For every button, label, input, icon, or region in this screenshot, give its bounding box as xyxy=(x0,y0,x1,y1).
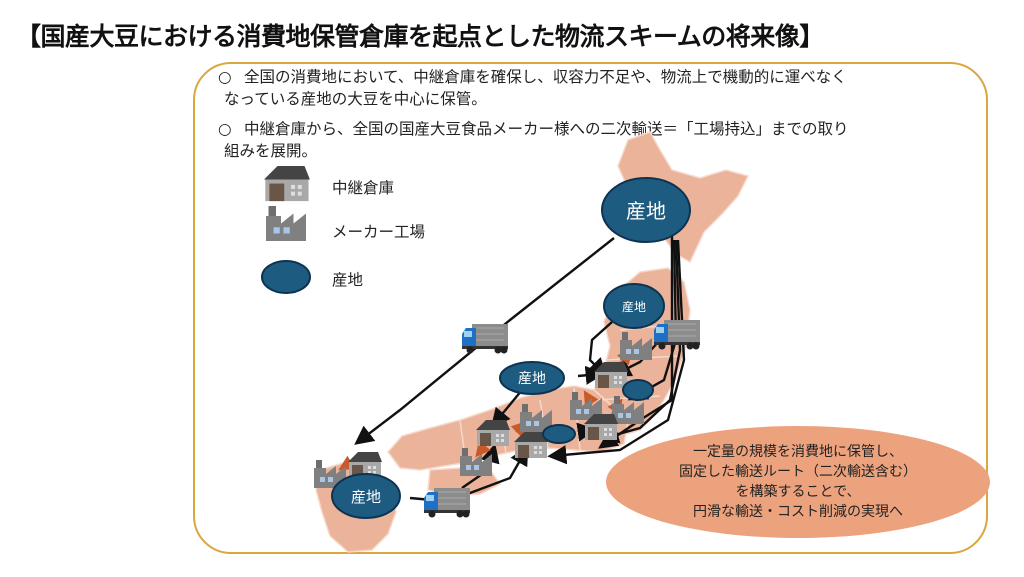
node-label-kyushu: 産地 xyxy=(351,488,381,506)
callout-text: 一定量の規模を消費地に保管し、 固定した輸送ルート（二次輸送含む） を構築するこ… xyxy=(608,428,988,536)
bullet-2: ○ 中継倉庫から、全国の国産大豆食品メーカー様への二次輸送＝「工場持込」までの取り… xyxy=(218,118,958,162)
bullet-1-line-1: 全国の消費地において、中継倉庫を確保し、収容力不足や、物流上で機動的に運べなく xyxy=(244,68,847,86)
truck-icon xyxy=(461,323,509,354)
callout-line-4: 円滑な輸送・コスト削減の実現へ xyxy=(693,504,903,520)
bullet-2-line-2: 組みを展開。 xyxy=(224,142,318,160)
bullet-mark: ○ xyxy=(218,68,232,86)
legend-label-factory: メーカー工場 xyxy=(332,223,426,241)
legend-factory-icon xyxy=(266,206,306,241)
node-label-hokkaido: 産地 xyxy=(626,199,666,223)
bullet-mark: ○ xyxy=(218,120,232,138)
page-title: 【国産大豆における消費地保管倉庫を起点とした物流スキームの将来像】 xyxy=(16,22,824,51)
warehouse-icon xyxy=(594,362,628,388)
bullet-1-line-2: なっている産地の大豆を中心に保管。 xyxy=(224,90,487,108)
callout-line-3: を構築することで、 xyxy=(735,484,861,500)
callout-line-2: 固定した輸送ルート（二次輸送含む） xyxy=(679,464,917,480)
node-label-tohoku: 産地 xyxy=(622,299,646,314)
truck-icon xyxy=(423,487,471,518)
legend-production-area-icon xyxy=(261,260,311,294)
bullet-1: ○ 全国の消費地において、中継倉庫を確保し、収容力不足や、物流上で機動的に運べなく… xyxy=(218,66,958,110)
callout-ellipse xyxy=(606,426,990,538)
bullet-2-line-1: 中継倉庫から、全国の国産大豆食品メーカー様への二次輸送＝「工場持込」までの取り xyxy=(244,120,849,138)
legend-warehouse-icon xyxy=(264,166,310,202)
legend-label-production-area: 産地 xyxy=(332,271,364,289)
legend-label-warehouse: 中継倉庫 xyxy=(332,179,395,197)
production-area-nodes xyxy=(331,177,691,519)
callout-line-1: 一定量の規模を消費地に保管し、 xyxy=(693,444,903,460)
node-label-hokuriku: 産地 xyxy=(518,371,546,387)
